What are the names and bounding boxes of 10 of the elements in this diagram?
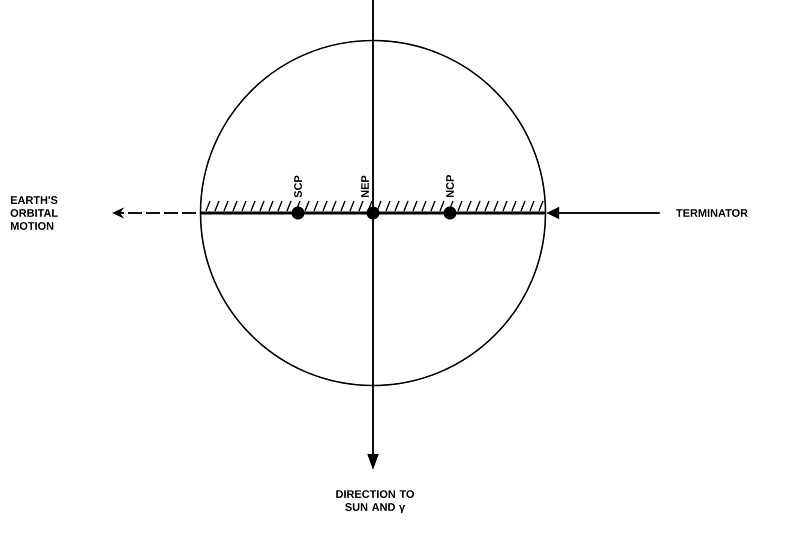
terminator-line — [200, 200, 546, 214]
pole-dot — [444, 206, 456, 220]
pole-label: NCP — [446, 175, 454, 198]
terminator-label: TERMINATOR — [676, 209, 748, 217]
pole-label: NEP — [361, 176, 369, 198]
pole-dot — [292, 206, 304, 220]
text-label: EARTH'S ORBITAL MOTION — [10, 196, 58, 230]
pole-dot — [366, 206, 380, 220]
text-label: DIRECTION TO SUN AND γ — [336, 490, 414, 514]
pole-label: SCP — [294, 176, 302, 198]
